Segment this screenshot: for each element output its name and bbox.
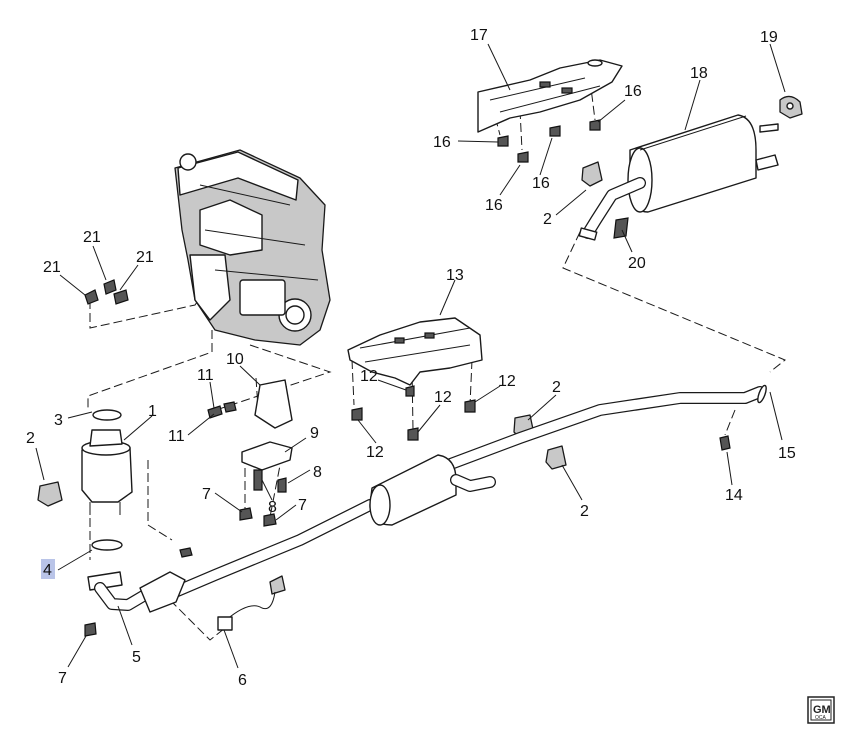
callout-6: 6: [238, 672, 247, 689]
engine-block: [174, 149, 331, 346]
callout-5: 5: [132, 649, 141, 666]
callout-2: 2: [552, 379, 561, 396]
callout-12: 12: [434, 389, 452, 406]
callout-15: 15: [778, 445, 796, 462]
callout-7: 7: [202, 486, 211, 503]
callout-labels: 17 18 19 16 16 16 16 2 20 21 21 21 13 10…: [26, 27, 796, 689]
callout-4-highlight: [41, 559, 55, 579]
callout-8: 8: [268, 499, 277, 516]
callout-17: 17: [470, 27, 488, 44]
callout-14: 14: [725, 487, 743, 504]
callout-8: 8: [313, 464, 322, 481]
callout-16: 16: [624, 83, 642, 100]
callout-21: 21: [43, 259, 61, 276]
callout-10: 10: [226, 351, 244, 368]
callout-7: 7: [58, 670, 67, 687]
callout-13: 13: [446, 267, 464, 284]
mounting-brackets: [241, 379, 293, 471]
fasteners: [84, 119, 731, 637]
callout-16: 16: [532, 175, 550, 192]
front-pipe: [87, 571, 286, 631]
logo-text: GM: [813, 704, 831, 716]
callout-16: 16: [485, 197, 503, 214]
callout-21: 21: [136, 249, 154, 266]
callout-20: 20: [628, 255, 646, 272]
callout-12: 12: [360, 368, 378, 385]
callout-12: 12: [498, 373, 516, 390]
callout-18: 18: [690, 65, 708, 82]
gm-logo: GM OCA: [807, 696, 835, 724]
middle-heat-shield: [347, 317, 483, 386]
logo-subtext: OCA: [815, 715, 827, 721]
callout-2: 2: [580, 503, 589, 520]
callout-1: 1: [148, 403, 157, 420]
callout-11: 11: [197, 367, 214, 384]
leader-lines: [35, 43, 786, 669]
callout-11: 11: [168, 428, 185, 445]
callout-7: 7: [298, 497, 307, 514]
callout-21: 21: [83, 229, 101, 246]
rear-muffler: [578, 114, 779, 241]
callout-2: 2: [543, 211, 552, 228]
callout-19: 19: [760, 29, 778, 46]
upper-heat-shield: [477, 59, 623, 133]
main-exhaust-pipe: [169, 384, 767, 598]
callout-9: 9: [310, 425, 319, 442]
callout-16: 16: [433, 134, 451, 151]
catalytic-converter: [81, 409, 133, 551]
callout-2: 2: [26, 430, 35, 447]
callout-4: 4: [43, 562, 52, 579]
callout-3: 3: [54, 412, 63, 429]
callout-12: 12: [366, 444, 384, 461]
